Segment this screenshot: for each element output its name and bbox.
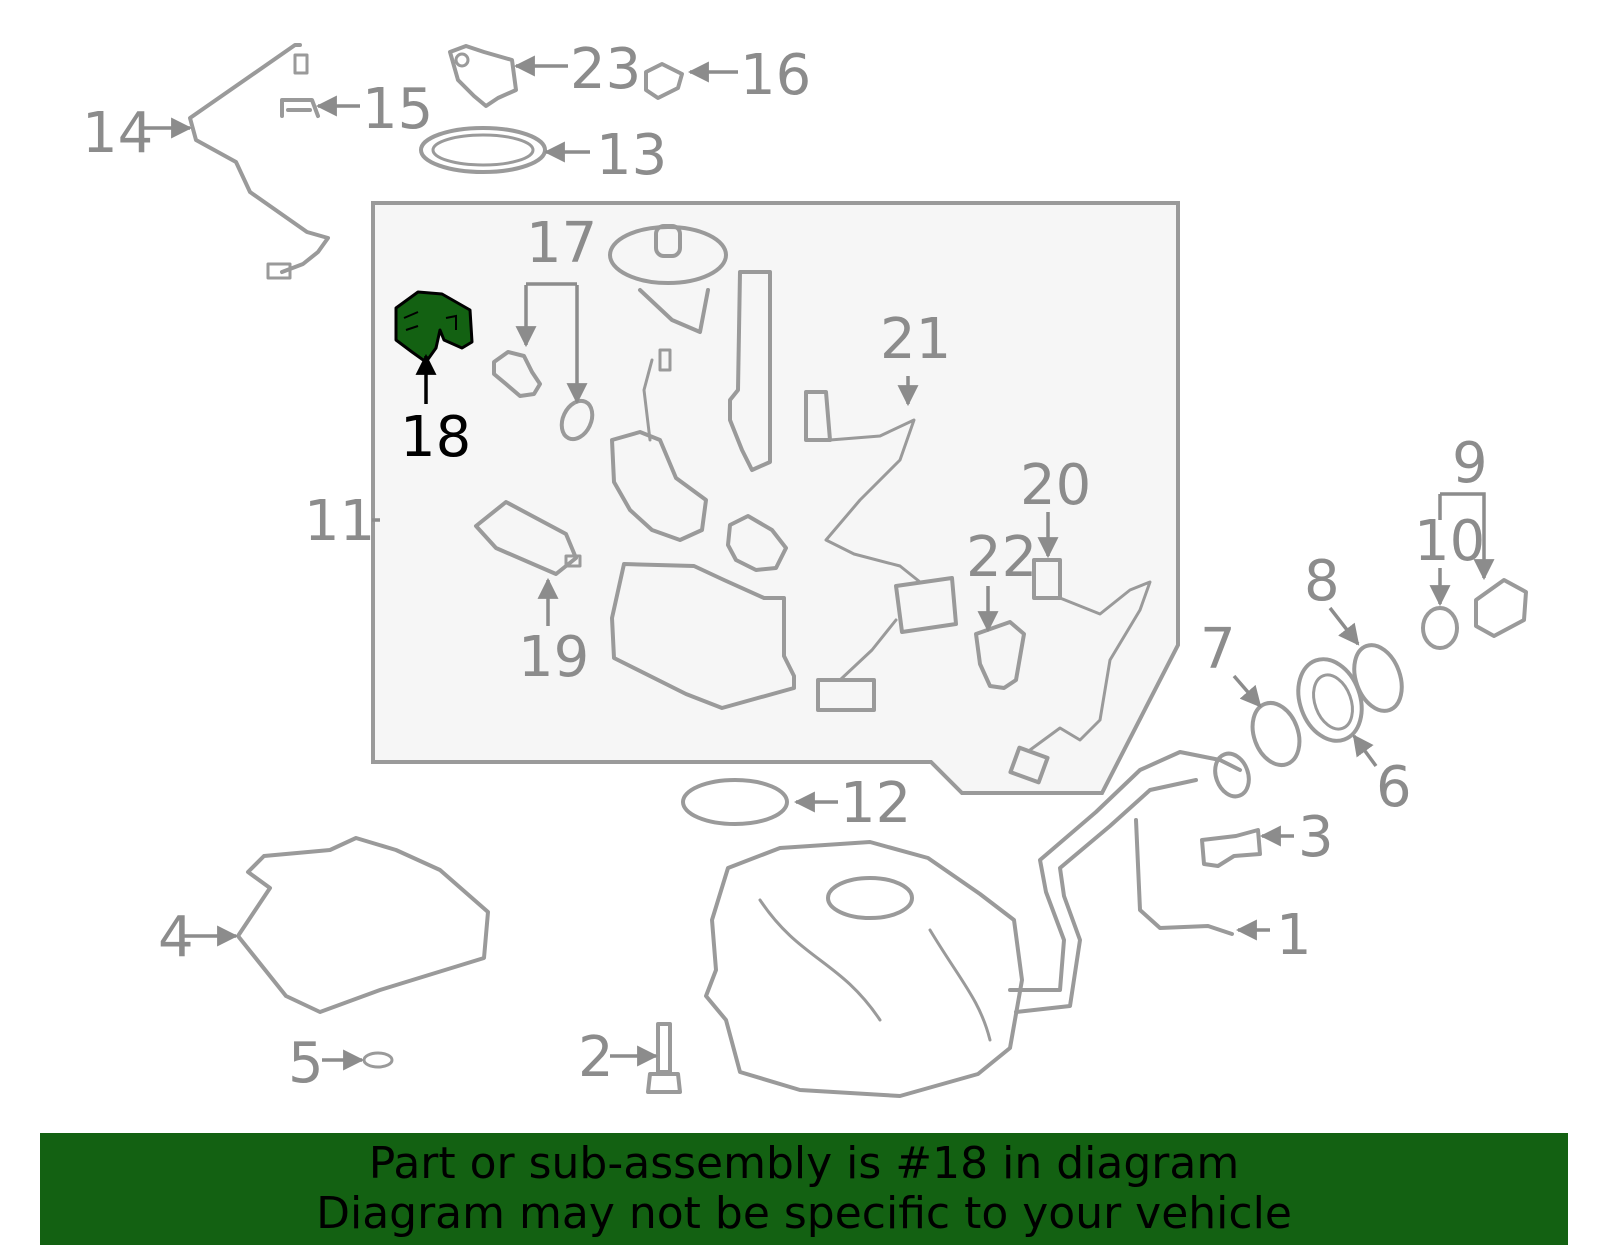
callout-19[interactable]: 19: [518, 625, 589, 690]
callout-arrows: [142, 55, 1495, 1071]
callout-11[interactable]: 11: [304, 489, 375, 554]
part-21-harness: [804, 390, 958, 712]
part-4-shield: [236, 836, 490, 1014]
callout-12[interactable]: 12: [840, 771, 911, 836]
callout-10[interactable]: 10: [1414, 509, 1485, 574]
callout-23[interactable]: 23: [570, 37, 641, 102]
part-14-vapor-line: [188, 43, 330, 280]
callout-18[interactable]: 18: [400, 405, 471, 470]
sender-arm: [728, 270, 772, 472]
part-19-filter: [474, 500, 582, 576]
banner-line-1: Part or sub-assembly is #18 in diagram: [368, 1138, 1240, 1189]
part-2-bolt: [646, 1022, 682, 1094]
part-22-bracket: [974, 620, 1026, 690]
callout-2[interactable]: 2: [578, 1025, 614, 1090]
part-3-bracket: [1200, 828, 1262, 868]
callout-16[interactable]: 16: [740, 43, 811, 108]
info-banner: Part or sub-assembly is #18 in diagram D…: [40, 1133, 1568, 1245]
callout-4[interactable]: 4: [158, 905, 194, 970]
part-15-clip: [280, 98, 320, 118]
fuel-tank: [704, 840, 1024, 1098]
part-10-gasket: [1421, 606, 1459, 650]
callout-21[interactable]: 21: [880, 307, 951, 372]
part-23-sensor: [448, 44, 518, 108]
callout-3[interactable]: 3: [1298, 805, 1334, 870]
regulator: [726, 514, 788, 572]
part-20-harness: [1008, 558, 1152, 785]
pump-flange: [608, 224, 728, 334]
callout-8[interactable]: 8: [1304, 549, 1340, 614]
pump-body: [610, 348, 708, 542]
callout-22[interactable]: 22: [966, 525, 1037, 590]
callout-15[interactable]: 15: [362, 77, 433, 142]
part-9-cap: [1474, 578, 1528, 638]
part-1-breather-hose: [1134, 818, 1234, 936]
reservoir: [610, 562, 796, 710]
part-18-highlighted: [394, 290, 474, 364]
part-12-gasket: [681, 778, 789, 826]
callout-17[interactable]: 17: [526, 211, 597, 276]
callout-5[interactable]: 5: [288, 1031, 324, 1096]
callout-20[interactable]: 20: [1020, 453, 1091, 518]
callout-13[interactable]: 13: [596, 123, 667, 188]
banner-line-2: Diagram may not be specific to your vehi…: [316, 1188, 1292, 1239]
part-7-snap-ring: [1250, 701, 1302, 767]
part-8-ring: [1352, 643, 1404, 713]
part-5-washer: [362, 1051, 394, 1069]
part-13-lock-ring: [419, 126, 547, 174]
callout-6[interactable]: 6: [1376, 755, 1412, 820]
callout-labels: 23 16 15 14 13 17 18 11 19 21 20 22 9 10…: [82, 37, 1488, 1096]
callout-1[interactable]: 1: [1276, 903, 1312, 968]
filler-neck: [1008, 750, 1251, 1014]
callout-9[interactable]: 9: [1452, 431, 1488, 496]
callout-14[interactable]: 14: [82, 101, 153, 166]
callout-7[interactable]: 7: [1200, 617, 1236, 682]
part-17-valve: [492, 282, 595, 442]
part-16-connector: [644, 62, 684, 100]
